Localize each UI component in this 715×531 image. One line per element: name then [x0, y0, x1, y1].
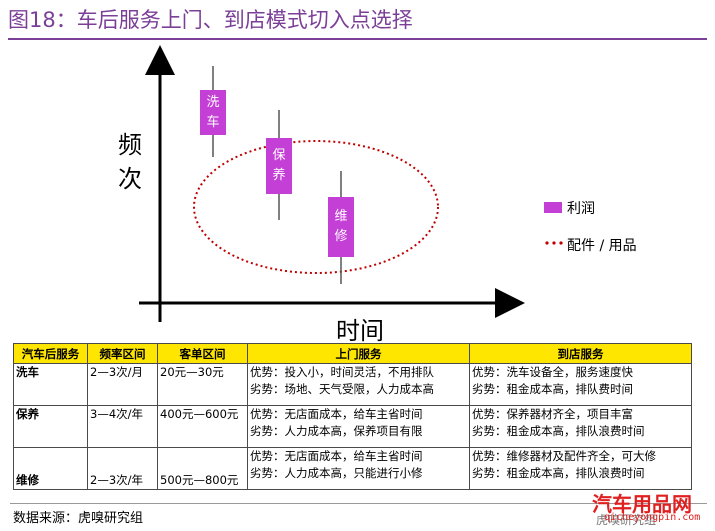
- cell-service: 保养: [13, 405, 88, 448]
- footer-divider: [10, 503, 707, 504]
- cell-onsite: 优势：无店面成本，给车主省时间劣势：人力成本高，保养项目有限: [247, 405, 470, 448]
- bar-wash: [200, 90, 226, 135]
- cell-frequency: 3—4次/年: [87, 405, 158, 448]
- cell-price: 20元—30元: [157, 363, 248, 406]
- cell-service: 维修: [13, 447, 88, 490]
- table-row: 保养 3—4次/年 400元—600元 优势：无店面成本，给车主省时间劣势：人力…: [13, 405, 692, 448]
- watermark-url: qicheyongpin.com: [604, 512, 701, 523]
- header-instore: 到店服务: [469, 343, 692, 364]
- legend-profit-text: 利润: [567, 201, 595, 217]
- parts-supplies-ellipse: [193, 140, 439, 274]
- bar-repair-label: 维修: [334, 209, 348, 244]
- header-frequency: 频率区间: [87, 343, 158, 364]
- header-onsite: 上门服务: [247, 343, 470, 364]
- data-source: 数据来源：虎嗅研究组: [13, 511, 144, 526]
- page-title: 图18：车后服务上门、到店模式切入点选择: [8, 8, 413, 32]
- table-row: 维修 2—3次/年 500元—800元 优势：无店面成本，给车主省时间劣势：人力…: [13, 447, 692, 490]
- cell-onsite: 优势：无店面成本，给车主省时间劣势：人力成本高，只能进行小修: [247, 447, 470, 490]
- table-row: 洗车 2—3次/月 20元—30元 优势：投入小，时间灵活，不用排队劣势：场地、…: [13, 363, 692, 406]
- bar-maintenance-label: 保养: [272, 148, 286, 183]
- legend-dot: [552, 241, 556, 245]
- cell-service: 洗车: [13, 363, 88, 406]
- cell-instore: 优势：维修器材及配件齐全，可大修劣势：租金成本高，排队浪费时间: [469, 447, 692, 490]
- title-divider: [8, 38, 707, 40]
- cell-instore: 优势：保养器材齐全，项目丰富劣势：租金成本高，排队浪费时间: [469, 405, 692, 448]
- table-header-row: 汽车后服务 频率区间 客单区间 上门服务 到店服务: [13, 343, 692, 364]
- header-service: 汽车后服务: [13, 343, 88, 364]
- legend-dot: [545, 241, 549, 245]
- frequency-time-diagram: [139, 45, 563, 322]
- cell-price: 400元—600元: [157, 405, 248, 448]
- watermark-logo-text: 汽车用品网: [592, 492, 692, 516]
- service-comparison-table: 汽车后服务 频率区间 客单区间 上门服务 到店服务 洗车 2—3次/月 20元—…: [13, 343, 692, 490]
- cell-frequency: 2—3次/月: [87, 363, 158, 406]
- legend-profit-swatch: [544, 202, 562, 213]
- legend-parts-text: 配件 / 用品: [567, 238, 637, 254]
- source-right-text: 虎嗅研究组: [596, 513, 657, 527]
- bar-repair: [328, 197, 354, 257]
- cell-price: 500元—800元: [157, 447, 248, 490]
- bar-maintenance: [266, 138, 292, 194]
- cell-frequency: 2—3次/年: [87, 447, 158, 490]
- y-axis-label: 频次: [118, 131, 142, 193]
- cell-onsite: 优势：投入小，时间灵活，不用排队劣势：场地、天气受限，人力成本高: [247, 363, 470, 406]
- legend-dot: [559, 241, 563, 245]
- header-price: 客单区间: [157, 343, 248, 364]
- x-axis-label: 时间: [336, 317, 384, 345]
- bar-wash-label: 洗车: [206, 95, 220, 130]
- cell-instore: 优势：洗车设备全，服务速度快劣势：租金成本高，排队费时间: [469, 363, 692, 406]
